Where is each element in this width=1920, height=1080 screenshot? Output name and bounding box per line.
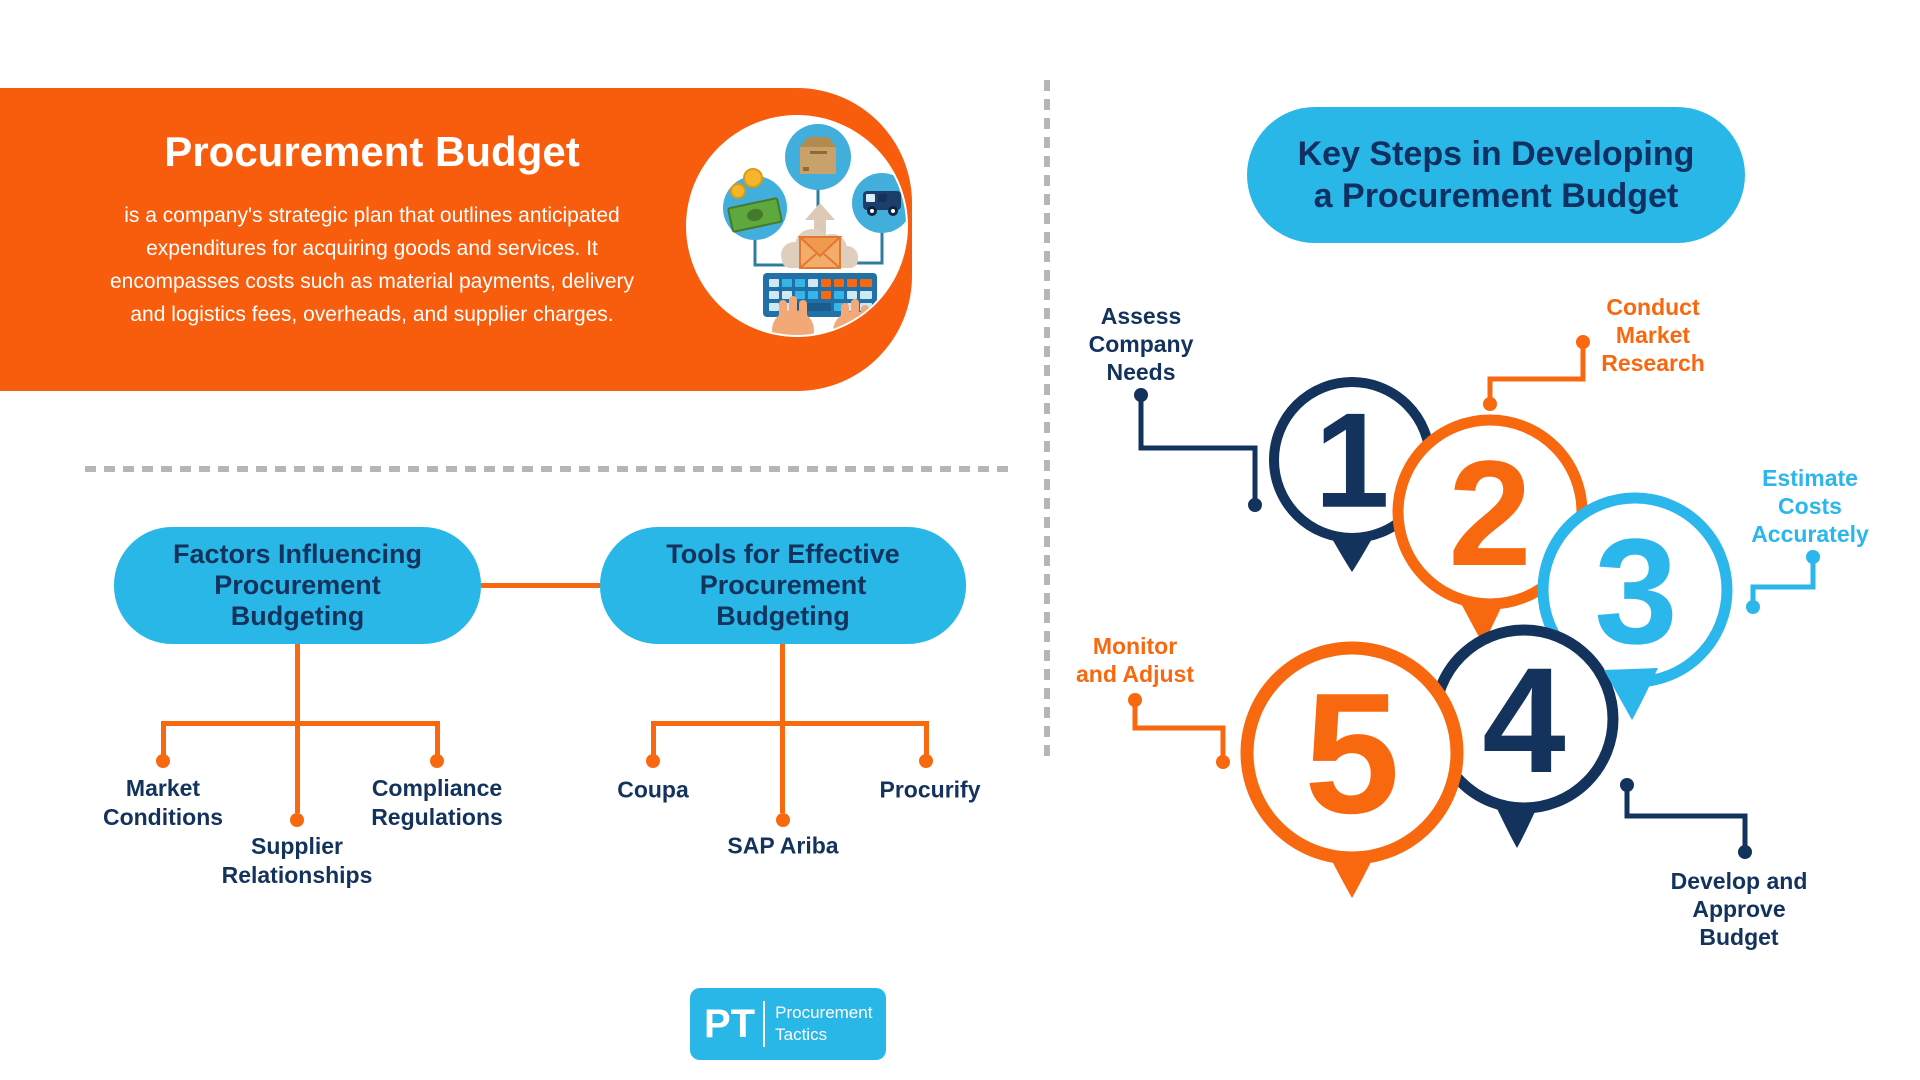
connector-dot: [1128, 693, 1142, 707]
logo-initials: PT: [704, 1001, 756, 1046]
step-number-5: 5: [1304, 657, 1400, 850]
tool-item-sap-ariba: SAP Ariba: [727, 832, 839, 859]
connector-dot: [1738, 845, 1752, 859]
tools-drop-line: [924, 721, 929, 755]
step-bubble-5: [1240, 641, 1464, 898]
step-connector-4: [1624, 785, 1748, 852]
factor-item-compliance-regulations: Compliance Regulations: [371, 775, 503, 830]
procurement-illustration: [686, 115, 908, 337]
horizontal-dashed-divider: [85, 466, 1010, 472]
step-label-monitor-and-adjust: Monitor and Adjust: [1076, 633, 1194, 687]
logo-divider: [763, 1001, 766, 1047]
vertical-dashed-divider: [1044, 80, 1050, 758]
logo-name: Procurement Tactics: [775, 1002, 872, 1046]
envelope-icon: [797, 236, 843, 269]
step-number-1: 1: [1314, 384, 1390, 536]
step-bubble-4: [1429, 624, 1619, 848]
tools-center-drop-line: [780, 721, 785, 813]
step-label-develop-approve-budget: Develop and Approve Budget: [1670, 868, 1808, 950]
procurement-tactics-logo: PT Procurement Tactics: [690, 988, 886, 1060]
step-number-2: 2: [1448, 429, 1532, 597]
connector-dot: [290, 813, 304, 827]
connector-dot: [156, 754, 170, 768]
tools-bracket-line: [651, 721, 929, 726]
connector-dot: [1620, 778, 1634, 792]
pill-connector-line: [481, 583, 600, 588]
connector-dot: [1746, 600, 1760, 614]
connector-dot: [1483, 397, 1497, 411]
step-connector-1: [1138, 395, 1258, 505]
connector-dot: [1134, 388, 1148, 402]
tools-drop-line: [651, 721, 656, 755]
logo-name-line1: Procurement: [775, 1003, 873, 1022]
delivery-truck-icon: [852, 173, 906, 233]
steps-diagram: [1128, 335, 1820, 898]
step-connector-2: [1487, 342, 1586, 404]
connector-dot: [1248, 498, 1262, 512]
tools-stem-line: [780, 644, 785, 723]
banner-title: Procurement Budget: [164, 128, 580, 175]
tool-item-coupa: Coupa: [617, 776, 689, 803]
connector-dot: [646, 754, 660, 768]
connector-dot: [430, 754, 444, 768]
factor-item-market-conditions: Market Conditions: [102, 775, 224, 830]
connector-dot: [1216, 755, 1230, 769]
factors-center-drop-line: [295, 721, 300, 813]
step-connector-5: [1132, 700, 1226, 762]
step-label-estimate-costs-accurately: Estimate Costs Accurately: [1751, 465, 1869, 547]
tool-item-procurify: Procurify: [879, 776, 981, 803]
icon-connector-line: [854, 231, 884, 265]
connector-dot: [1806, 550, 1820, 564]
step-label-conduct-market-research: Conduct Market Research: [1601, 294, 1705, 376]
factor-item-supplier-relationships: Supplier Relationships: [221, 833, 373, 888]
money-icon: [723, 168, 787, 240]
factors-bracket-line: [161, 721, 440, 726]
factors-stem-line: [295, 644, 300, 723]
connector-dot: [1576, 335, 1590, 349]
factors-drop-line: [161, 721, 166, 755]
step-bubble-3-tail: [1604, 668, 1658, 720]
connector-dot: [776, 813, 790, 827]
steps-heading-box: Key Steps in Developing a Procurement Bu…: [1247, 107, 1745, 243]
icon-connector-line: [753, 237, 788, 267]
factors-heading-pill: Factors Influencing Procurement Budgetin…: [114, 527, 481, 644]
banner-description: is a company's strategic plan that outli…: [109, 204, 635, 326]
connector-dot: [919, 754, 933, 768]
step-number-3: 3: [1594, 507, 1678, 675]
step-label-assess-company-needs: Assess Company Needs: [1088, 303, 1194, 385]
package-icon: [785, 124, 851, 190]
factors-drop-line: [435, 721, 440, 755]
tools-heading-pill: Tools for Effective Procurement Budgetin…: [600, 527, 966, 644]
step-connector-3: [1750, 557, 1816, 607]
logo-name-line2: Tactics: [775, 1025, 828, 1044]
step-number-4: 4: [1482, 636, 1566, 804]
